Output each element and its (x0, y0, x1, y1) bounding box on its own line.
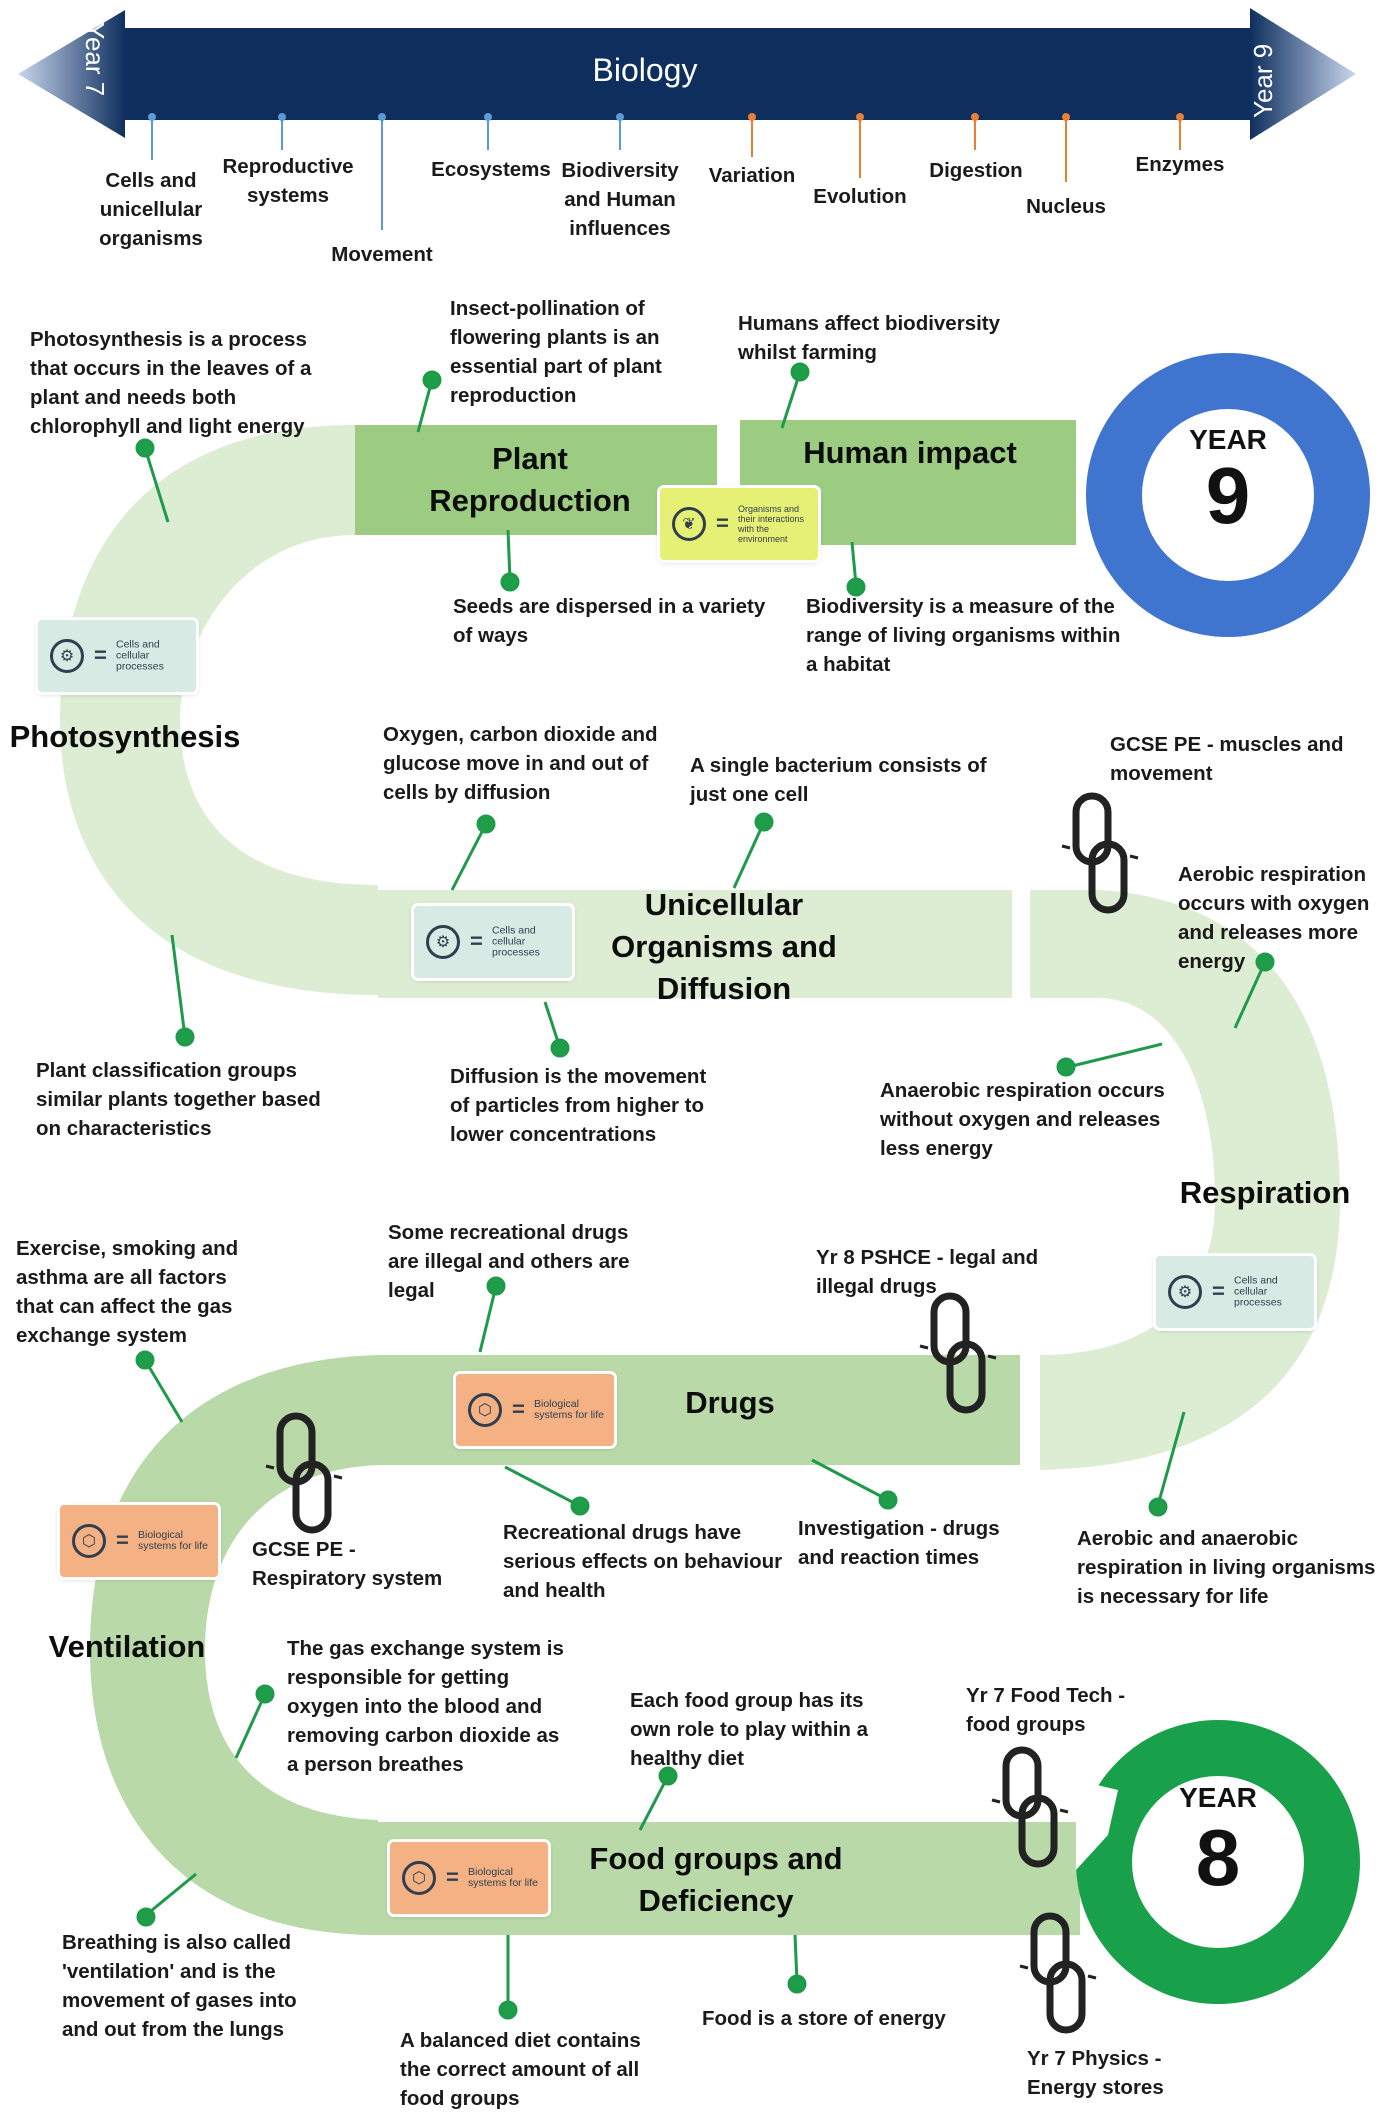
note-aerobic-respiration: Aerobic respiration occurs with oxygen a… (1178, 863, 1370, 973)
timeline-topic: Enzymes (1135, 153, 1225, 176)
badge-equals: = (716, 510, 729, 536)
note-biodiversity-measure: Biodiversity is a measure of the range o… (806, 595, 1121, 676)
badge-label: Cells and cellular processes (1234, 1274, 1282, 1309)
topic-plant-reproduction: Plant Reproduction (429, 441, 631, 518)
badge-label: Organisms and their interactions with th… (738, 504, 805, 544)
timeline-topic: Evolution (813, 185, 907, 208)
chain-link-icon (991, 1746, 1069, 1868)
badge-cells: ⚙ = Cells and cellular processes (414, 906, 572, 978)
note-gcse-pe-respiratory: GCSE PE - Respiratory system (252, 1538, 443, 1590)
path-band-top (355, 420, 1076, 545)
badge-cells: ⚙ = Cells and cellular processes (38, 620, 196, 692)
note-insect-pollination: Insect-pollination of flowering plants i… (450, 297, 662, 407)
timeline-topic: Digestion (929, 159, 1023, 182)
note-exercise-smoking: Exercise, smoking and asthma are all fac… (16, 1237, 239, 1347)
badge-label: Biological systems for life (534, 1398, 605, 1421)
path-band-food (378, 1822, 1080, 1935)
year9-word: YEAR (1189, 424, 1267, 455)
year9-ring (1086, 353, 1370, 637)
note-food-group-role: Each food group has its own role to play… (630, 1689, 869, 1770)
badge-equals: = (116, 1527, 129, 1553)
badge-equals: = (470, 928, 483, 954)
chain-link-icon (919, 1292, 997, 1414)
badge-equals: = (94, 642, 107, 668)
timeline-title: Biology (592, 52, 698, 88)
topic-food-groups: Food groups and Deficiency (589, 1841, 843, 1918)
badge-biological: ⬡ = Biological systems for life (456, 1374, 614, 1446)
topic-respiration: Respiration (1179, 1175, 1351, 1210)
note-recreational-illegal: Some recreational drugs are illegal and … (388, 1221, 630, 1302)
timeline-end-label: Year 9 (1248, 43, 1278, 118)
hexagon-systems-icon: ⬡ (402, 1861, 436, 1895)
path-arc-left (60, 425, 378, 995)
timeline-topic: Cells and unicellular organisms (99, 169, 203, 250)
timeline-ticks (151, 117, 1181, 230)
note-photosynthesis-process: Photosynthesis is a process that occurs … (30, 328, 312, 438)
year8-word: YEAR (1179, 1782, 1257, 1813)
note-yr7-food-tech: Yr 7 Food Tech - food groups (966, 1684, 1126, 1736)
topic-ventilation: Ventilation (48, 1629, 206, 1664)
badge-label: Biological systems for life (138, 1529, 209, 1552)
badge-biological: ⬡ = Biological systems for life (390, 1842, 548, 1914)
year9-number: 9 (1205, 451, 1251, 540)
note-humans-biodiversity: Humans affect biodiversity whilst farmin… (738, 312, 1001, 364)
note-breathing-ventilation: Breathing is also called 'ventilation' a… (62, 1931, 297, 2041)
timeline-topic: Biodiversity and Human influences (561, 159, 679, 240)
note-investigation-drugs: Investigation - drugs and reaction times (798, 1517, 1000, 1569)
cell-gear-icon: ⚙ (1168, 1275, 1202, 1309)
leaf-icon: ❦ (672, 507, 706, 541)
badge-label: Cells and cellular processes (492, 924, 540, 959)
year8-ring (1076, 1720, 1360, 2004)
timeline-start-label: Year 7 (80, 22, 110, 97)
badge-label: Biological systems for life (468, 1866, 539, 1889)
timeline-topic: Nucleus (1026, 195, 1106, 218)
hexagon-systems-icon: ⬡ (468, 1393, 502, 1427)
badge-biological: ⬡ = Biological systems for life (60, 1505, 218, 1577)
cell-gear-icon: ⚙ (426, 925, 460, 959)
note-seeds-dispersed: Seeds are dispersed in a variety of ways (453, 595, 766, 647)
badge-equals: = (1212, 1278, 1225, 1304)
chain-link-icon (1061, 792, 1139, 914)
chain-link-icon (1019, 1912, 1097, 2034)
note-yr8-pshce: Yr 8 PSHCE - legal and illegal drugs (816, 1246, 1039, 1298)
path-arc-left2 (90, 1355, 378, 1935)
path-band-food-end (990, 1822, 1080, 1935)
note-oxygen-diffusion: Oxygen, carbon dioxide and glucose move … (383, 723, 658, 804)
note-diffusion-movement: Diffusion is the movement of particles f… (450, 1065, 707, 1146)
badge-label: Cells and cellular processes (116, 638, 164, 673)
note-food-energy: Food is a store of energy (702, 2007, 946, 2030)
topic-unicellular: Unicellular Organisms and Diffusion (611, 887, 837, 1006)
cell-gear-icon: ⚙ (50, 639, 84, 673)
note-gas-exchange: The gas exchange system is responsible f… (287, 1637, 564, 1776)
chain-link-icon (265, 1412, 343, 1534)
note-recreational-effects: Recreational drugs have serious effects … (503, 1521, 783, 1602)
timeline-topic: Reproductive systems (222, 155, 354, 207)
note-yr7-physics: Yr 7 Physics - Energy stores (1027, 2047, 1164, 2099)
timeline-topic: Ecosystems (431, 158, 551, 181)
badge-cells: ⚙ = Cells and cellular processes (1156, 1256, 1314, 1328)
topic-drugs: Drugs (685, 1385, 775, 1420)
year8-number: 8 (1195, 1813, 1241, 1902)
timeline-dots (148, 113, 1184, 121)
note-plant-classification: Plant classification groups similar plan… (36, 1059, 321, 1140)
topic-photosynthesis: Photosynthesis (9, 719, 241, 754)
path-band-mid1b (1030, 890, 1100, 998)
hexagon-systems-icon: ⬡ (72, 1524, 106, 1558)
badge-equals: = (512, 1396, 525, 1422)
timeline-topic: Movement (331, 243, 433, 266)
badge-equals: = (446, 1864, 459, 1890)
connectors (135, 362, 1275, 2020)
note-gcse-pe-muscles: GCSE PE - muscles and movement (1110, 733, 1344, 785)
note-aerobic-anaerobic-life: Aerobic and anaerobic respiration in liv… (1077, 1527, 1376, 1608)
timeline-topic: Variation (708, 164, 796, 187)
note-single-bacterium: A single bacterium consists of just one … (690, 754, 987, 806)
note-anaerobic-respiration: Anaerobic respiration occurs without oxy… (880, 1079, 1165, 1160)
note-balanced-diet: A balanced diet contains the correct amo… (400, 2029, 641, 2110)
topic-human-impact: Human impact (803, 435, 1017, 470)
badge-organisms: ❦ = Organisms and their interactions wit… (660, 488, 818, 560)
timeline-bar (18, 8, 1356, 140)
